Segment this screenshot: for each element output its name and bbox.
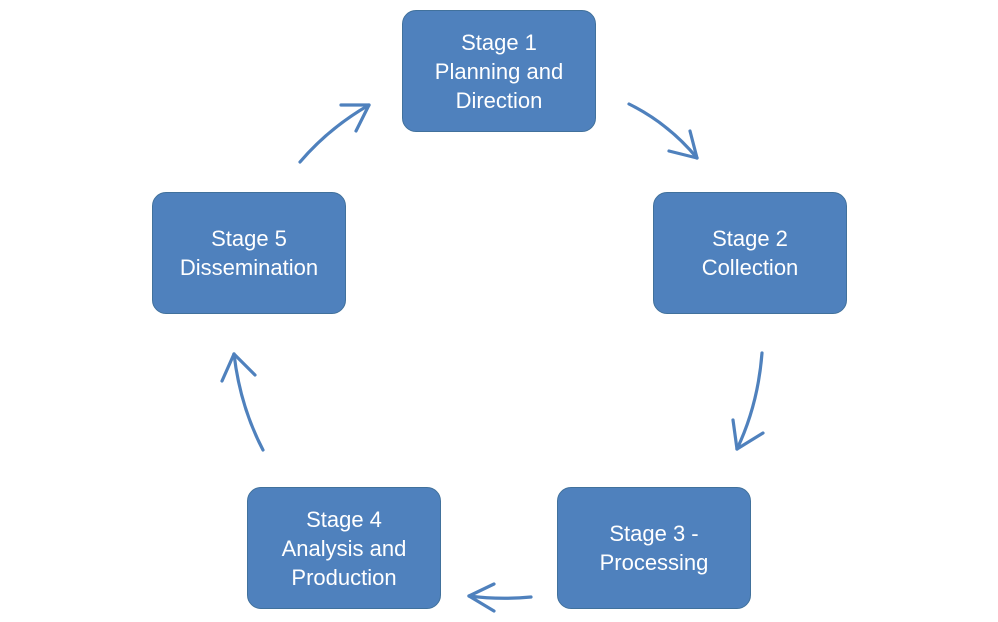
stage-4-label: Stage 4 Analysis and Production <box>281 506 407 590</box>
arrow-stage-2-to-stage-3 <box>731 351 765 451</box>
arrow-stage-1-to-stage-2 <box>627 102 699 160</box>
stage-5-label: Stage 5 Dissemination <box>179 226 319 280</box>
stage-3-label: Stage 3 - Processing <box>599 521 709 575</box>
stage-4-box: Stage 4 Analysis and Production <box>247 487 441 609</box>
arrow-stage-4-to-stage-5 <box>220 352 265 452</box>
stage-1-label: Stage 1 Planning and Direction <box>434 29 564 113</box>
arrow-stage-5-to-stage-1 <box>298 103 371 164</box>
stage-5-box: Stage 5 Dissemination <box>152 192 346 314</box>
arrow-stage-3-to-stage-4 <box>467 582 533 613</box>
stage-1-box: Stage 1 Planning and Direction <box>402 10 596 132</box>
stage-2-label: Stage 2 Collection <box>701 226 799 280</box>
stage-3-box: Stage 3 - Processing <box>557 487 751 609</box>
stage-2-box: Stage 2 Collection <box>653 192 847 314</box>
